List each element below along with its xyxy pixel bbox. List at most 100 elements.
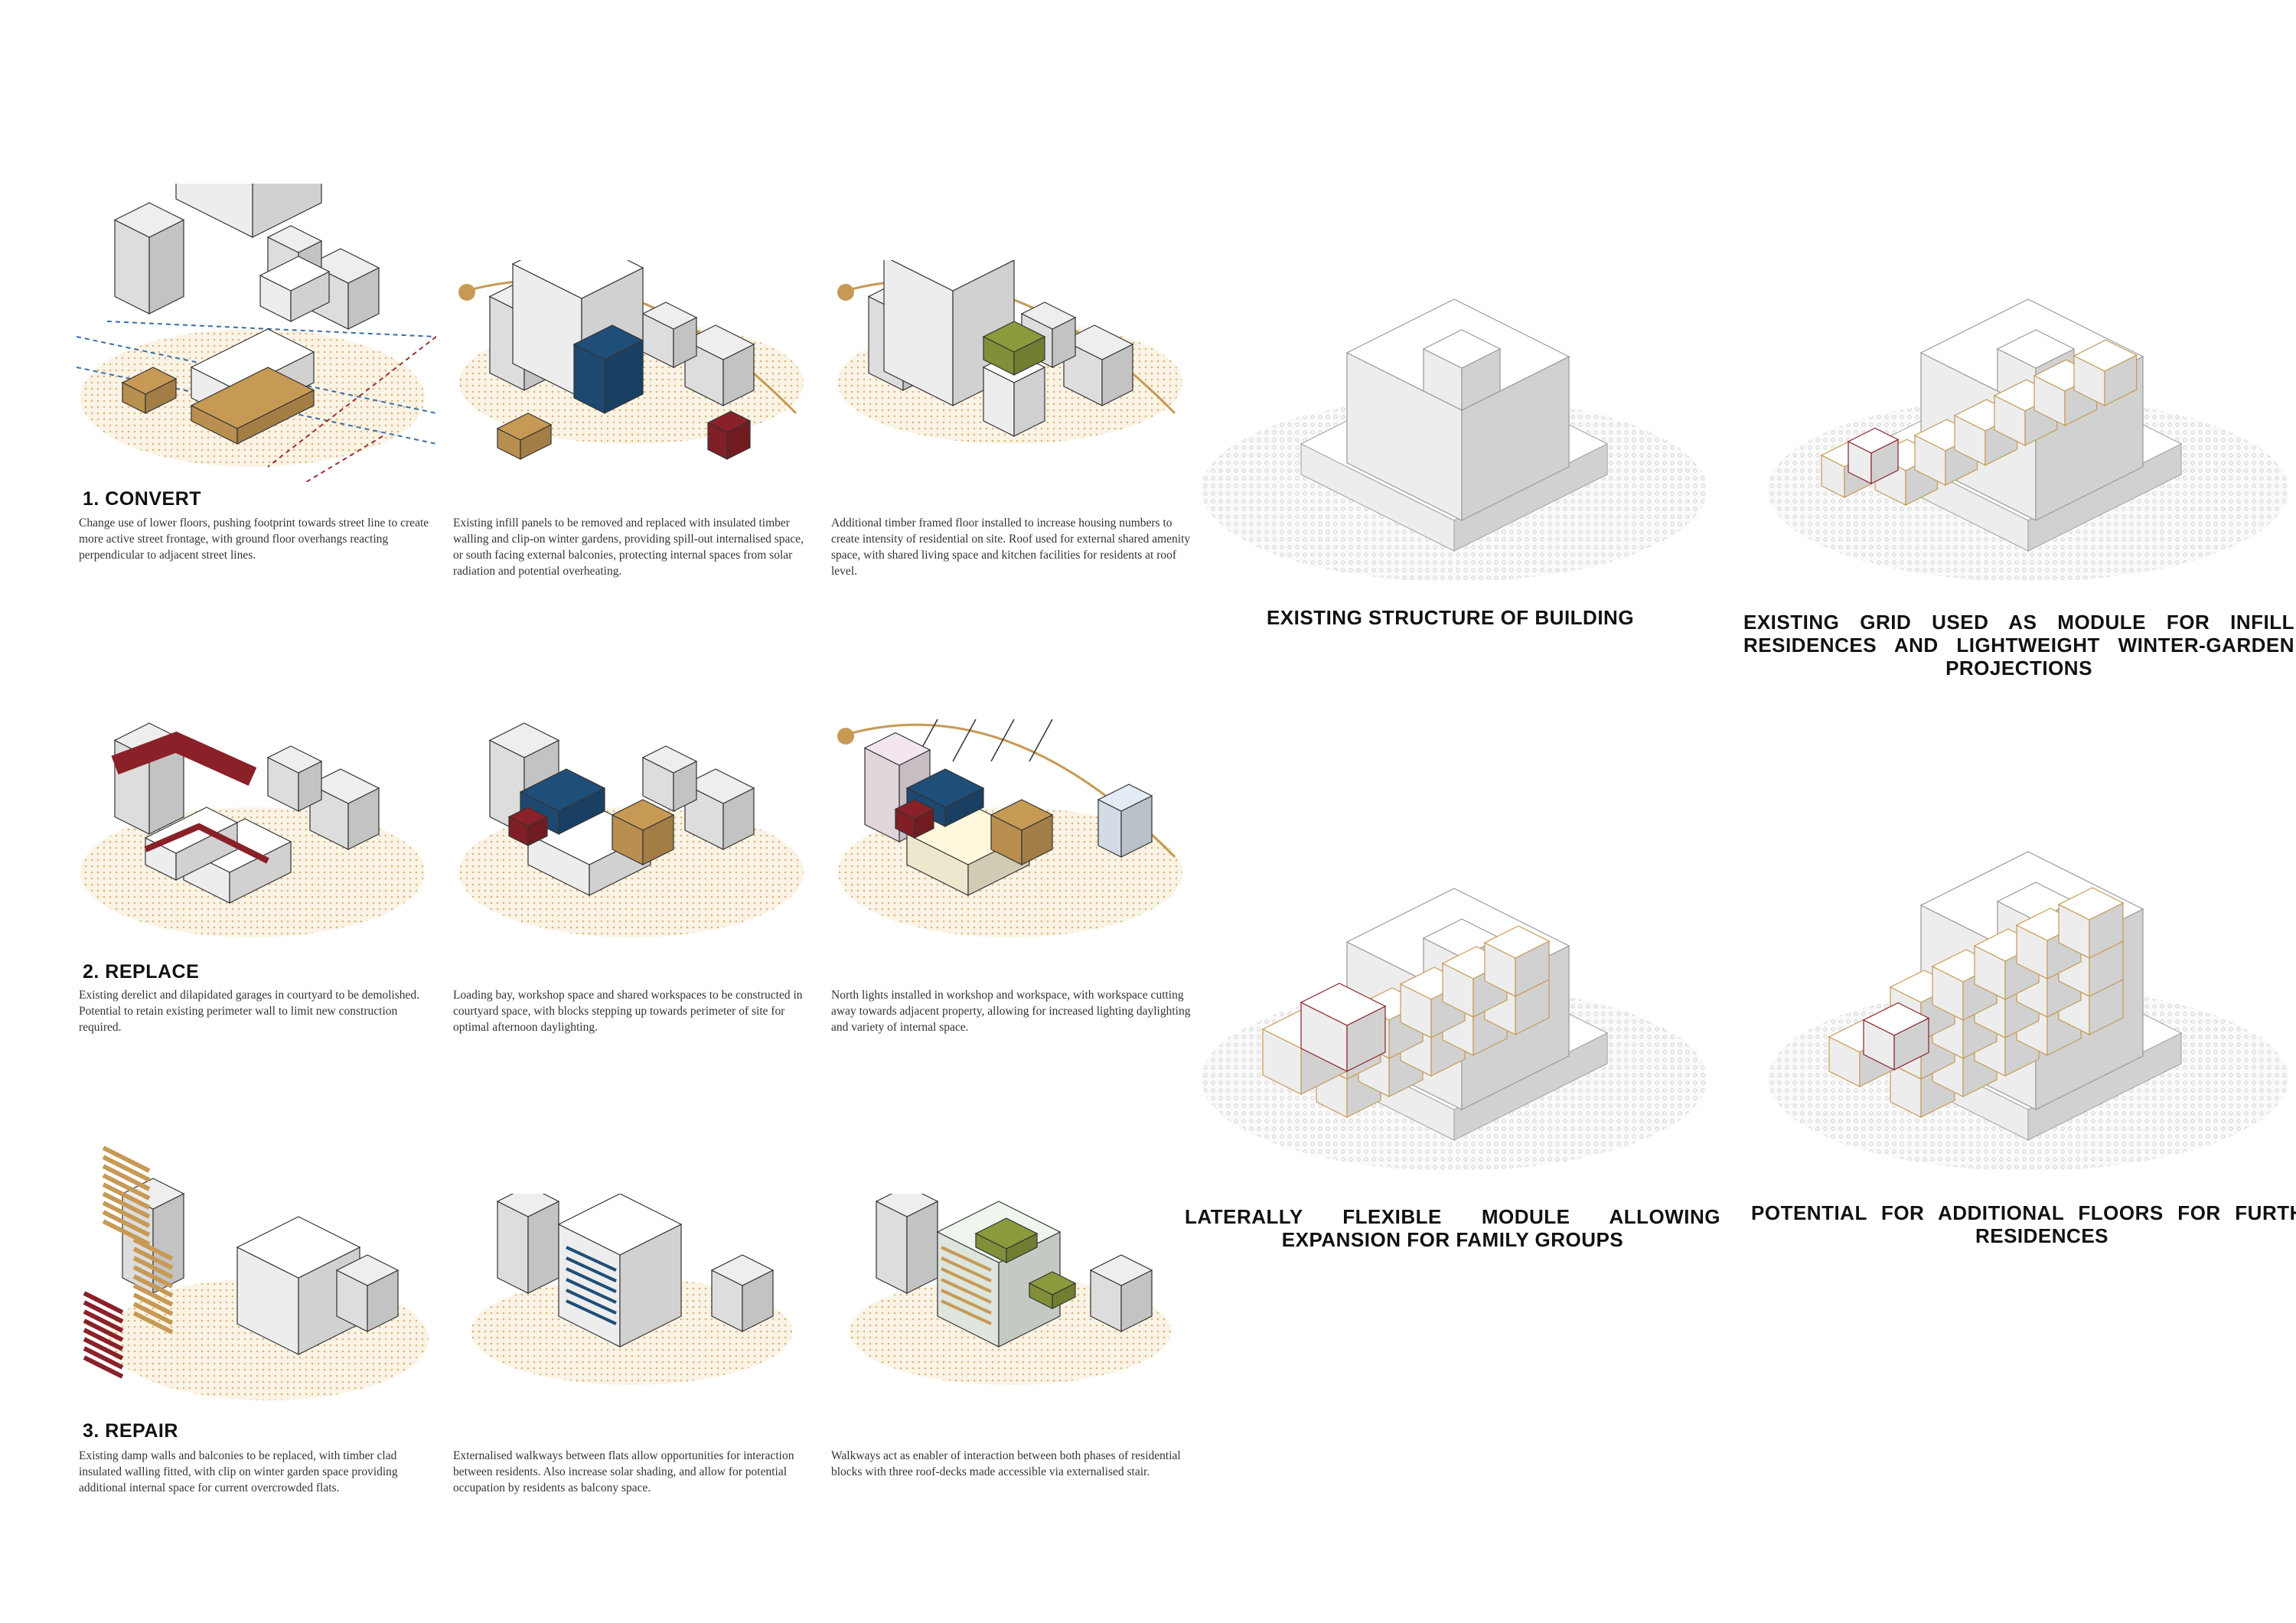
context-building-top-face [641,745,698,774]
external-walkway [941,1289,992,1315]
roof-deck-top-face [974,1217,1039,1250]
timber-balcony [102,1173,151,1201]
timber-balcony [102,1146,151,1173]
sunlight-ray [1029,719,1053,762]
context-building-top-face [496,1194,560,1217]
garage-footprint [144,823,269,864]
timber-balcony [102,1182,151,1210]
existing-flats-top-face [236,1216,361,1279]
repair-text-1: Existing damp walls and balconies to be … [79,1449,398,1494]
clip-on-winter-garden [83,1355,124,1379]
convert-text-2: Existing infill panels to be removed and… [453,517,804,578]
diagram-replace-1 [80,722,425,937]
sun-icon [837,728,854,745]
external-walkway [566,1289,617,1315]
context-building-top-face [113,202,185,238]
diagram-convert-1 [77,184,436,482]
adjacent-building-top-face [863,732,931,766]
diagram-additional-floors [1768,851,2288,1171]
context-building-top-face [1020,301,1077,330]
context-building-left-face [876,1201,908,1294]
infill-module-top-face [2073,339,2138,372]
caption-lateral-module: LATERALLY FLEXIBLE MODULE ALLOWING EXPAN… [1185,1205,1720,1251]
caption-existing-grid: EXISTING GRID USED AS MODULE FOR INFILL … [1743,611,2294,680]
section-heading-convert: 1. CONVERT [83,488,202,510]
workshop-top-face [507,807,549,827]
clip-on-winter-garden [83,1346,124,1370]
adjacent-building-top-face [1097,784,1153,812]
street-line [77,336,436,414]
replace-text-1: Existing derelict and dilapidated garage… [79,989,420,1034]
repair-text-2: Externalised walkways between flats allo… [453,1449,794,1494]
external-walkway [941,1256,992,1282]
diagram-repair-3 [850,1194,1171,1385]
north-light-top-face [905,768,985,808]
external-walkway [566,1246,617,1272]
context-building-top-face [1089,1254,1153,1286]
diagram-convert-3 [837,260,1182,444]
timber-balcony [102,1219,151,1247]
roof-deck-top-face [1028,1271,1077,1295]
context-building-top-face [335,1254,400,1286]
context-building-top-face [266,225,323,253]
section-heading-repair: 3. REPAIR [83,1420,178,1442]
external-walkway [941,1246,992,1272]
clip-on-winter-garden [83,1337,124,1361]
sunlight-ray [990,719,1015,762]
context-building-top-face [875,1194,939,1217]
context-building-left-face [497,1201,529,1294]
diagram-repair-2 [471,1194,792,1385]
diagram-replace-3 [837,719,1182,937]
context-building-right-face [527,1201,559,1294]
roof-core-top-face [1996,329,2076,369]
family-module-top-face [1862,1002,1930,1036]
diagram-convert-2 [458,260,804,460]
clip-on-winter-garden [83,1291,124,1315]
diagram-existing-grid [1768,298,2288,582]
context-building-top-face [683,768,755,804]
loading-bay-top-face [519,768,606,812]
external-walkway [941,1299,992,1325]
workspace-north-light-top-face [990,799,1054,831]
upper-volume-right-face [252,184,322,238]
timber-cladding [132,1283,174,1307]
external-walkway [941,1278,992,1304]
timber-cladding [132,1256,174,1279]
context-building-right-face [906,1201,938,1294]
clip-on-winter-garden [83,1318,124,1342]
context-building-top-face [710,1254,775,1286]
roof-amenity-top-face [982,321,1046,353]
winter-garden-module-top-face [1847,427,1900,454]
clip-on-winter-garden [83,1309,124,1333]
residential-block-top-face [557,1194,683,1256]
roof-core-top-face [1422,329,1502,369]
existing-building-top-face [511,260,644,299]
additional-floor-module-top-face [2057,887,2125,921]
timber-cladding [132,1302,174,1325]
street-line [267,336,436,468]
context-building-top-face [1062,324,1134,360]
convert-text-1: Change use of lower floors, pushing foot… [79,517,429,562]
demolished-garages [111,731,257,786]
external-walkway [566,1256,617,1282]
context-building-top-face [308,768,380,804]
workspace-top-face [611,799,675,831]
external-walkway [941,1267,992,1293]
sun-icon [458,284,475,301]
timber-cladding [132,1292,174,1316]
timber-balcony [102,1191,151,1219]
context-building-top-face [641,301,698,330]
timber-balcony [102,1155,151,1182]
timber-panel-top-face [496,412,553,441]
timber-cladding [132,1311,174,1335]
diagram-lateral-module [1202,888,1707,1171]
clip-on-winter-garden [83,1300,124,1324]
diagram-repair-1 [83,1146,429,1400]
ground-floor-top-face [190,328,315,391]
balcony-panel-top-face [706,410,752,433]
winter-garden-frame-top-face [572,324,644,360]
timber-balcony [102,1164,151,1191]
context-building-top-face [308,248,380,284]
diagram-existing-structure [1202,298,1707,582]
existing-building-top-face [890,260,1016,292]
